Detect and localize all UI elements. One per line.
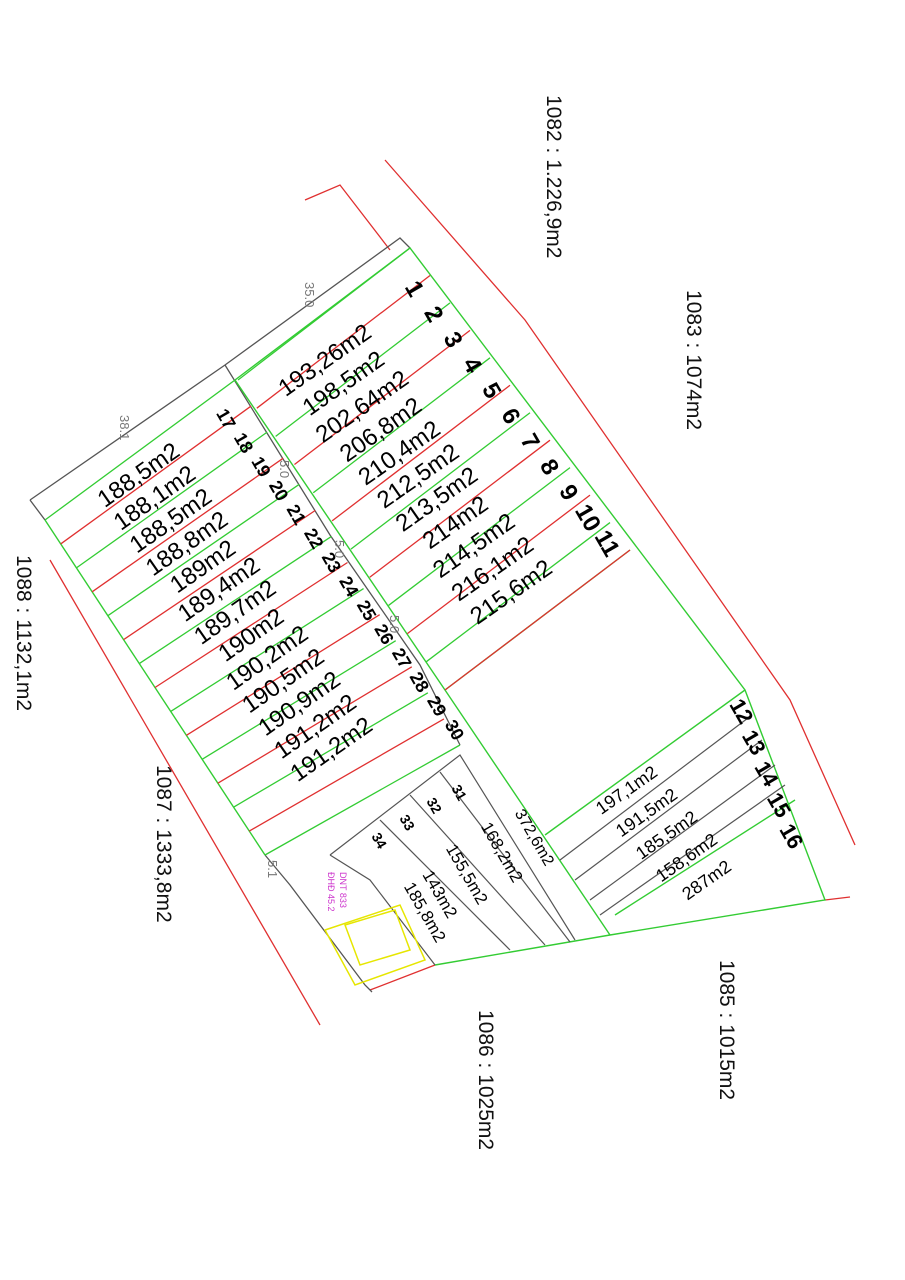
lot-divider [154,561,348,689]
lot-number: 6 [495,404,525,429]
lot-number: 18 [230,429,257,456]
lot-number: 7 [515,429,545,454]
lot-number: 4 [457,353,487,379]
neighbor-1083: 1083 : 1074m2 [682,290,705,431]
lot-divider [425,522,611,663]
lot-number: 22 [300,525,327,552]
lot-number: 19 [247,453,274,480]
neighbor-1087: 1087 : 1333,8m2 [152,765,175,923]
lot-divider [294,329,471,466]
lot-divider [275,302,451,437]
lot-divider [312,357,491,494]
lot-number: 14 [750,757,784,791]
lot-number: 28 [406,669,433,696]
dim-top: 35.0 [302,282,317,307]
lot-divider [170,588,364,712]
lot-number: 15 [762,788,796,822]
lot-divider [233,692,429,808]
lot-divider [44,379,236,521]
lot-number: 34 [369,830,391,852]
lot-divider [350,412,531,550]
neighbor-1086: 1086 : 1025m2 [474,1010,497,1151]
lot-divider [406,494,591,635]
lot-divider [264,744,461,856]
lot-divider [107,483,300,617]
lot-divider [237,247,411,381]
lot-number: 9 [553,480,583,505]
neighbor-1085: 1085 : 1015m2 [715,960,738,1101]
dim-road2: 5.0 [332,540,347,558]
dim-road1: 5.0 [277,460,292,478]
lot-number: 21 [283,501,310,528]
building-footprint [323,904,427,986]
lot-number: 1 [399,276,429,301]
boundary-top-left [304,184,391,251]
boundary-bottom-right [824,896,851,901]
dim-left: 38.1 [117,415,132,440]
lot-divider [60,405,252,545]
lot-number: 10 [569,500,606,537]
dim-corner: 5.1 [265,860,280,878]
lot-number: 29 [423,692,450,719]
lot-number: 17 [212,405,239,432]
lot-divider [201,640,397,760]
lot-divider [369,439,551,578]
boundary-top [384,159,856,846]
lot-number: 3 [438,327,468,352]
lot-divider [331,384,511,522]
lot-number: 16 [775,819,809,853]
lot-number: 31 [449,782,471,804]
survey-annotation: DNT 833 ĐHĐ 45.2 [326,872,348,912]
lot-divider [76,431,268,569]
lot-number: 12 [725,694,759,728]
svg-text:ĐHĐ 45.2: ĐHĐ 45.2 [326,872,336,912]
lot-number: 11 [589,526,625,561]
lot-divider [217,666,413,784]
boundary-bottom [369,964,436,991]
lot-divider [248,718,445,832]
lot-divider [444,549,631,691]
lot-number: 2 [418,302,448,327]
neighbor-1088: 1088 : 1132,1m2 [12,555,35,712]
neighbor-1082: 1082 : 1.226,9m2 [542,95,565,259]
lot-number: 33 [397,812,419,834]
dim-road3: 5.0 [387,615,402,633]
lot-divider [123,509,316,641]
lot-divider [186,614,380,736]
right-lot-dividers [559,714,786,916]
lower-lot-dividers [44,379,461,856]
lot-divider [138,535,332,665]
bottom-lots [329,754,576,966]
boundary-left [49,559,321,1026]
lot-number: 20 [265,477,292,504]
neighbor-boundaries [49,159,856,1026]
lot-number: 30 [441,716,468,743]
lot-divider [388,467,571,606]
lot-number: 32 [424,795,446,817]
upper-lot-dividers [237,247,631,691]
svg-text:DNT 833: DNT 833 [338,872,348,908]
dimension-labels: 35.0 38.1 5.0 5.0 5.0 5.1 [117,282,402,878]
lot-divider [256,274,431,409]
lot-divider [91,457,284,593]
